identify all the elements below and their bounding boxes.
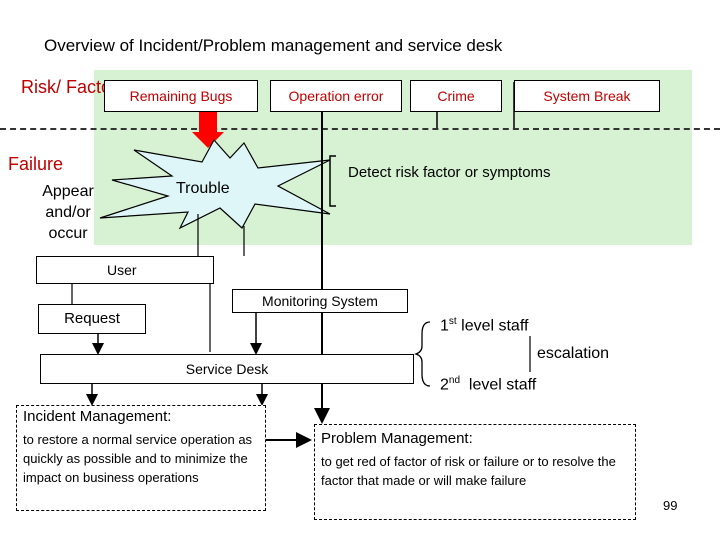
- risk-factor-label: Risk/ Factor: [21, 77, 118, 97]
- factor-operation-error: Operation error: [270, 80, 402, 112]
- incident-management-box: Incident Management: to restore a normal…: [16, 405, 266, 511]
- diagram-title: Overview of Incident/Problem management …: [44, 36, 503, 55]
- appear-occur-label: Appear and/or occur: [42, 183, 94, 242]
- service-desk-box: Service Desk: [40, 354, 414, 384]
- factor-remaining-bugs: Remaining Bugs: [104, 80, 258, 112]
- trouble-starburst: [99, 138, 331, 230]
- failure-label: Failure: [8, 154, 64, 174]
- staff-brace: [413, 321, 431, 387]
- factor-system-break: System Break: [514, 80, 660, 112]
- problem-description: to get red of factor of risk or failure …: [321, 454, 616, 488]
- factor-crime: Crime: [410, 80, 502, 112]
- user-box: User: [36, 256, 214, 284]
- second-level-staff: 2nd level staff: [440, 375, 537, 394]
- problem-title: Problem Management:: [321, 430, 473, 447]
- incident-title: Incident Management:: [23, 408, 172, 425]
- first-level-staff: 1st level staff: [440, 316, 529, 335]
- detect-bracket: [329, 155, 336, 207]
- escalation-label: escalation: [537, 345, 610, 362]
- detect-label: Detect risk factor or symptoms: [348, 164, 551, 181]
- red-down-arrow: [192, 112, 224, 148]
- trouble-label: Trouble: [176, 180, 230, 197]
- request-box: Request: [38, 304, 146, 334]
- page-number: 99: [663, 498, 678, 513]
- incident-description: to restore a normal service operation as…: [23, 432, 253, 485]
- risk-failure-divider: [0, 128, 720, 130]
- problem-management-box: Problem Management: to get red of factor…: [314, 424, 636, 520]
- monitoring-system-box: Monitoring System: [232, 289, 408, 313]
